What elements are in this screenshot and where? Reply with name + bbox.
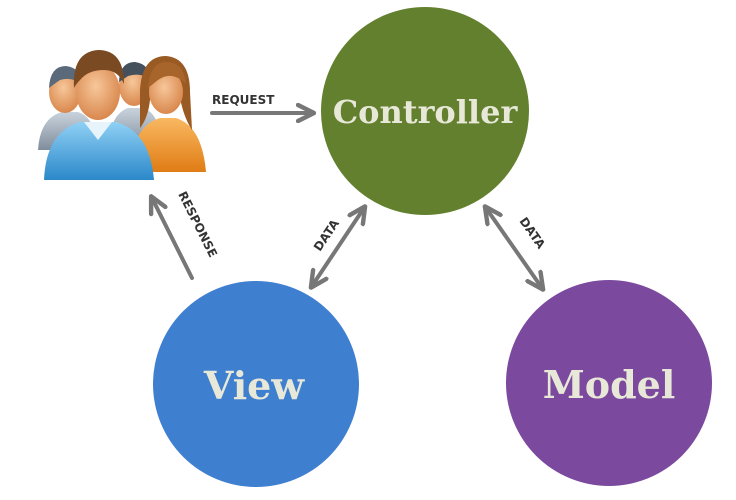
data-view-controller-arrow [312, 208, 364, 286]
view-node: View [153, 281, 359, 487]
view-circle [153, 281, 359, 487]
data-model-label: DATA [517, 215, 549, 252]
controller-node: Controller [321, 7, 529, 215]
user-group-icon [38, 50, 206, 180]
response-arrow [152, 198, 194, 280]
response-label: RESPONSE [175, 189, 220, 260]
controller-label: Controller [333, 93, 519, 131]
model-label: Model [543, 362, 676, 407]
controller-circle [321, 7, 529, 215]
view-label: View [203, 363, 305, 408]
data-controller-model-arrow [486, 208, 542, 288]
model-node: Model [506, 280, 712, 486]
request-label: REQUEST [212, 93, 275, 107]
user-figure-front-man [44, 50, 154, 180]
model-circle [506, 280, 712, 486]
